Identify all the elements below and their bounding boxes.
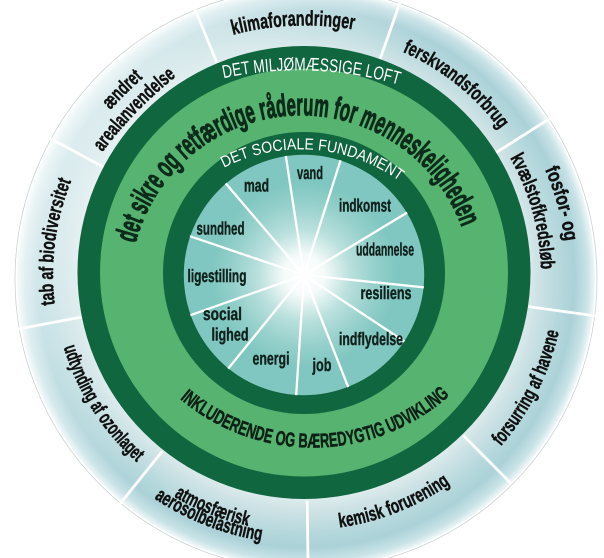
svg-text:indflydelse: indflydelse (339, 329, 403, 349)
svg-text:sundhed: sundhed (197, 219, 245, 239)
svg-text:social: social (203, 304, 242, 324)
svg-text:vand: vand (297, 163, 323, 183)
svg-text:indkomst: indkomst (339, 196, 391, 216)
svg-text:mad: mad (244, 176, 269, 196)
svg-text:lighed: lighed (212, 325, 249, 345)
svg-text:resiliens: resiliens (361, 283, 412, 303)
svg-text:uddannelse: uddannelse (356, 240, 414, 260)
svg-text:job: job (312, 355, 332, 375)
svg-text:ligestilling: ligestilling (188, 266, 247, 286)
svg-text:energi: energi (253, 349, 290, 369)
